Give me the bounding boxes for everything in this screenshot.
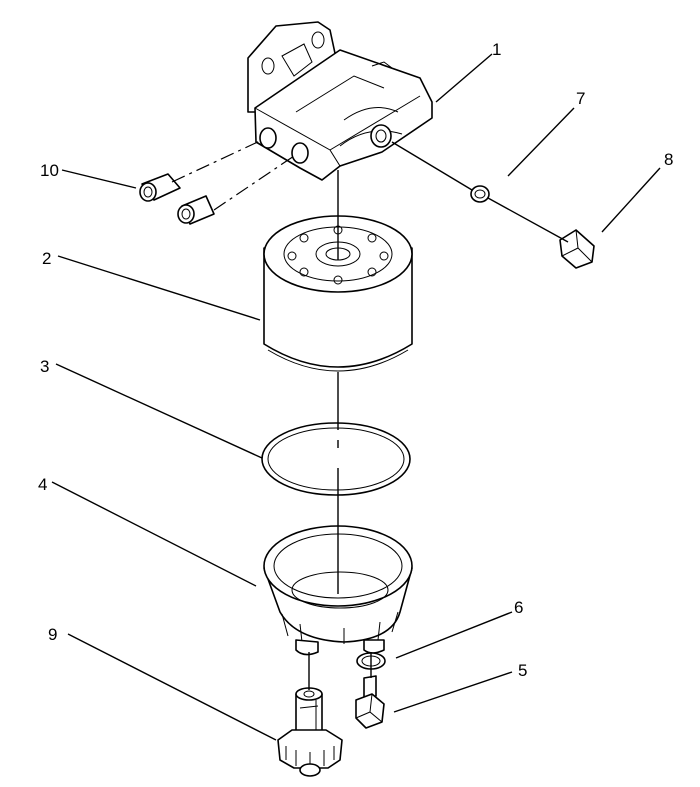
callout-5: 5 <box>518 661 527 680</box>
callout-labels: 1 2 3 4 5 6 7 8 9 10 <box>38 40 673 680</box>
exploded-axis-lines <box>171 139 569 690</box>
callout-3: 3 <box>40 357 49 376</box>
o-ring-small-part <box>470 185 490 203</box>
callout-6: 6 <box>514 598 523 617</box>
drain-fitting-part <box>355 675 385 729</box>
callout-7: 7 <box>576 89 585 108</box>
callout-2: 2 <box>42 249 51 268</box>
callout-4: 4 <box>38 475 47 494</box>
callout-9: 9 <box>48 625 57 644</box>
drain-valve-part <box>277 687 343 777</box>
filter-head-part <box>247 21 433 181</box>
leader-lines <box>51 53 661 741</box>
callout-8: 8 <box>664 150 673 169</box>
bleed-screw-part <box>559 229 595 269</box>
callout-1: 1 <box>492 40 501 59</box>
fitting-pair-part <box>139 173 215 225</box>
filter-element-part <box>263 215 413 372</box>
gasket-ring-part <box>261 422 411 496</box>
callout-10: 10 <box>40 161 59 180</box>
